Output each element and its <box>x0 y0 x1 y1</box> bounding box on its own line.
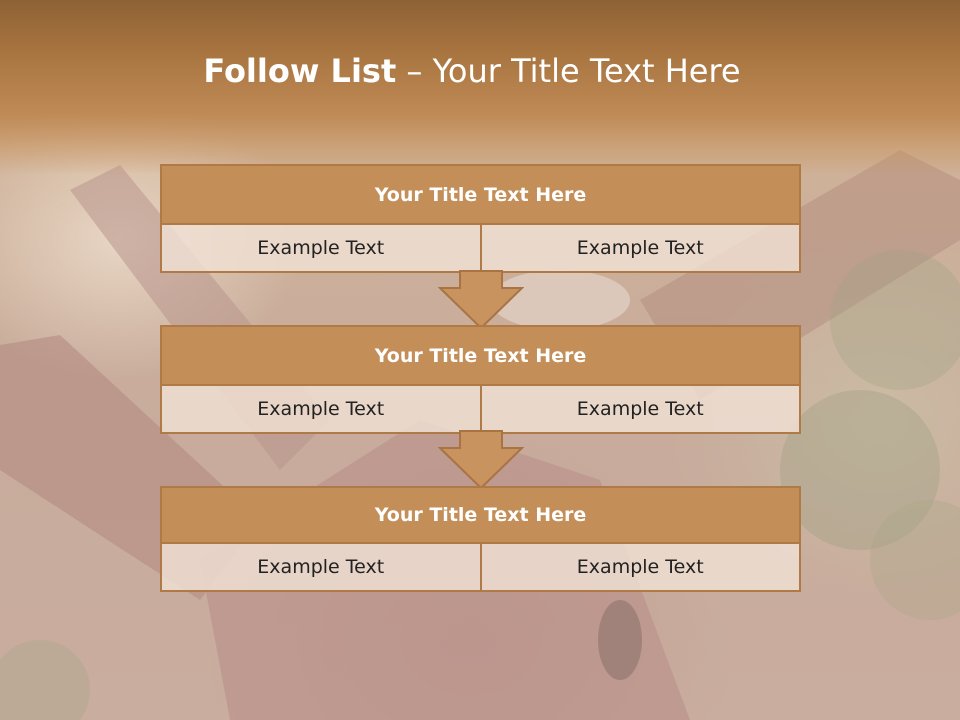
follow-step-2: Your Title Text Here Example Text Exampl… <box>160 325 801 434</box>
step-2-title: Your Title Text Here <box>162 327 799 386</box>
step-3-right-text: Example Text <box>479 544 800 590</box>
follow-step-3: Your Title Text Here Example Text Exampl… <box>160 486 801 592</box>
title-bold: Follow List <box>203 52 397 90</box>
slide-title: Follow List – Your Title Text Here <box>0 52 944 90</box>
step-3-left-text: Example Text <box>257 556 385 578</box>
step-2-row: Example Text Example Text <box>162 386 799 432</box>
step-2-left-text: Example Text <box>257 398 385 420</box>
title-rest: – Your Title Text Here <box>406 52 741 90</box>
step-1-left-text: Example Text <box>257 237 385 259</box>
step-1-title: Your Title Text Here <box>162 166 799 225</box>
follow-step-1: Your Title Text Here Example Text Exampl… <box>160 164 801 273</box>
header-band <box>0 0 960 175</box>
down-arrow-icon <box>438 270 524 330</box>
step-3-title: Your Title Text Here <box>162 488 799 544</box>
step-1-row: Example Text Example Text <box>162 225 799 271</box>
step-1-right-text: Example Text <box>479 225 800 271</box>
down-arrow-icon <box>438 430 524 490</box>
step-3-row: Example Text Example Text <box>162 544 799 590</box>
step-2-right-text: Example Text <box>479 386 800 432</box>
